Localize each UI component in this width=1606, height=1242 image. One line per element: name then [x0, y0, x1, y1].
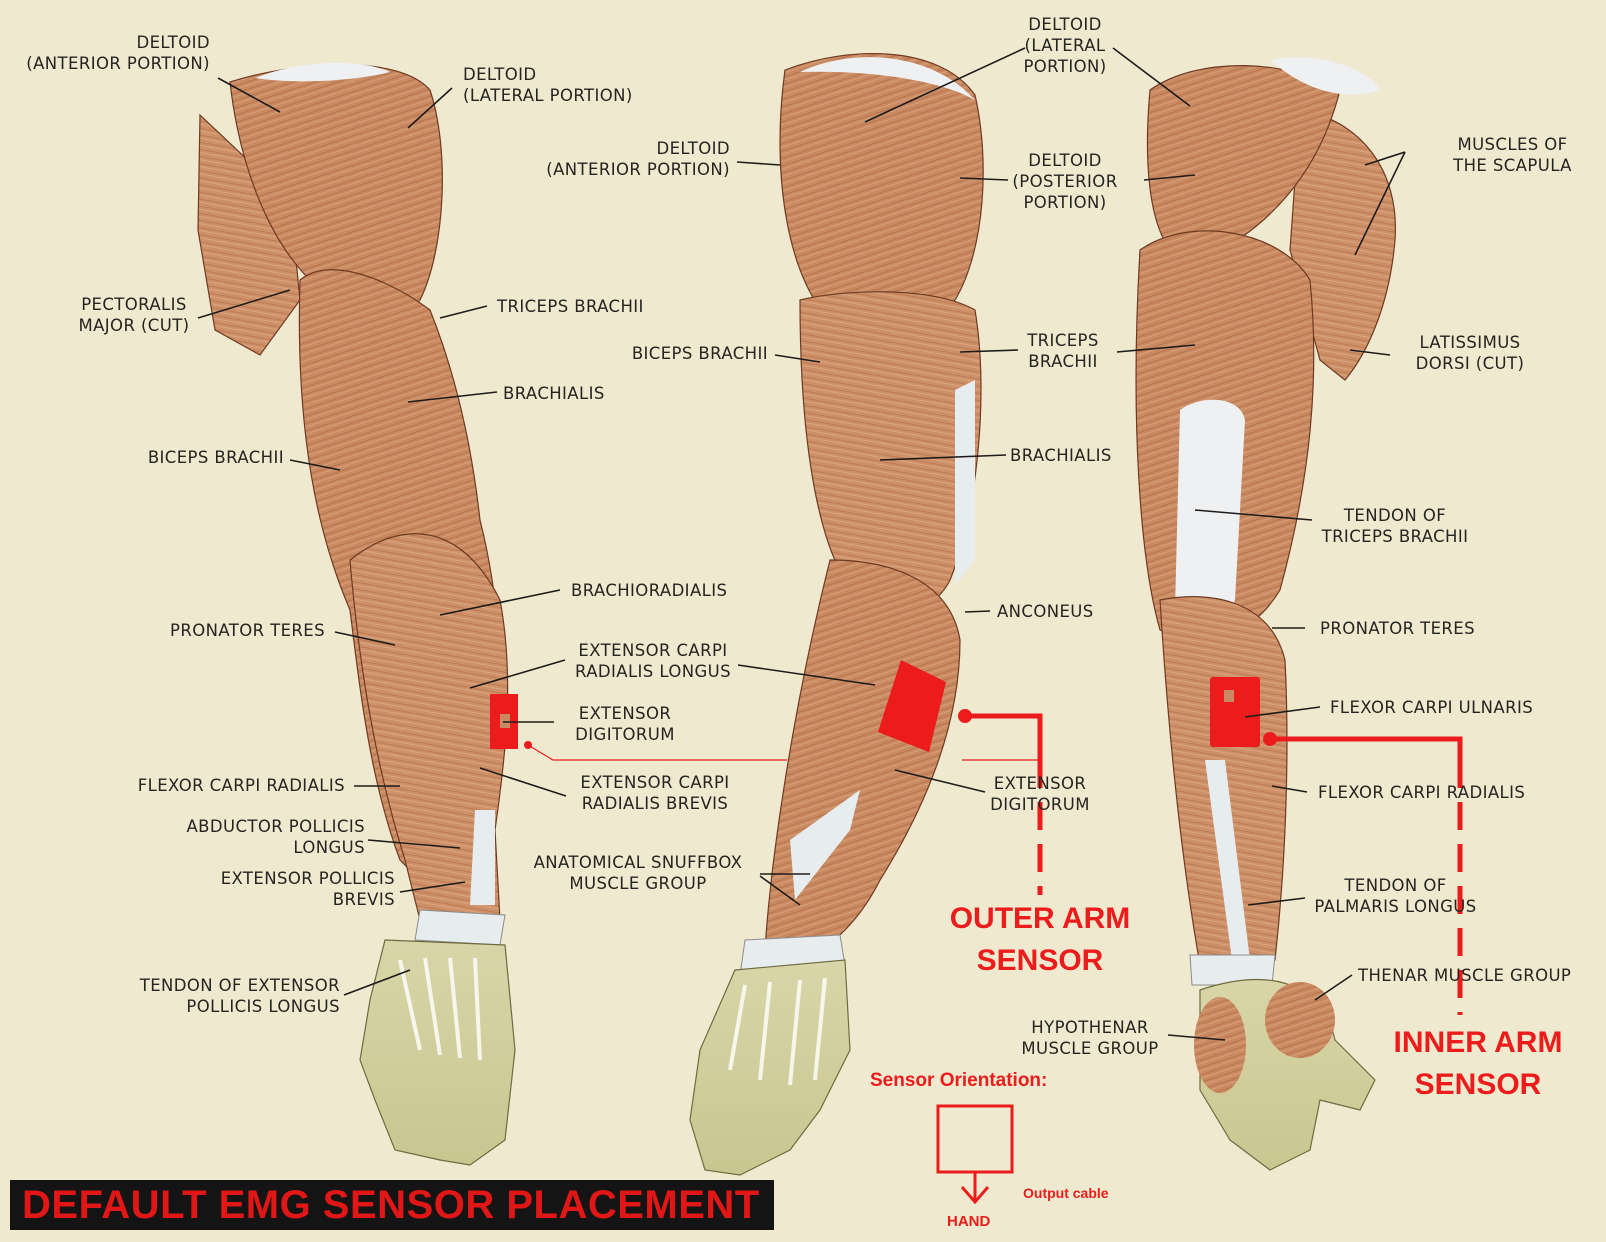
label-brachioradialis: BRACHIORADIALIS	[571, 581, 728, 600]
outer-arm-sensor-pad	[878, 660, 946, 752]
arm-lateral-view	[689, 53, 984, 1176]
hand-dorsal	[359, 939, 516, 1166]
deltoid-muscle	[1146, 65, 1341, 262]
wrist-band	[414, 909, 506, 946]
orientation-arrow-head	[960, 1186, 990, 1205]
label-deltoid-anterior-2: DELTOID(ANTERIOR PORTION)	[546, 139, 730, 179]
hand-tendons	[728, 977, 827, 1086]
forearm-tendons	[790, 790, 860, 900]
hand-direction-label: HAND	[947, 1213, 991, 1230]
triceps-tendon	[1175, 399, 1245, 632]
inner-arm-sensor-pad	[1210, 677, 1260, 747]
forearm-muscles	[349, 533, 509, 921]
outer-arm-sensor-pad-hole	[500, 714, 510, 728]
inner-arm-sensor-pad-hole	[1224, 690, 1234, 702]
label-pronator-teres-3: PRONATOR TERES	[1320, 619, 1475, 638]
label-flexor-carpi-radialis-3: FLEXOR CARPI RADIALIS	[1318, 783, 1526, 802]
title-banner: DEFAULT EMG SENSOR PLACEMENT	[10, 1180, 774, 1230]
output-cable-label: Output cable	[1023, 1185, 1109, 1201]
shoulder-tendon-cap	[800, 57, 975, 100]
thenar-muscle	[1265, 982, 1335, 1058]
arm-posterior-view	[1135, 57, 1396, 1171]
label-flexor-carpi-radialis: FLEXOR CARPI RADIALIS	[137, 776, 345, 795]
deltoid-muscle	[229, 64, 443, 317]
leader-lines	[197, 47, 1406, 1041]
sensor-orientation-diagram	[936, 1104, 1014, 1205]
label-pronator-teres: PRONATOR TERES	[170, 621, 325, 640]
label-brachialis-2: BRACHIALIS	[1010, 446, 1112, 465]
triceps-tendon	[955, 380, 975, 585]
label-deltoid-anterior: DELTOID(ANTERIOR PORTION)	[26, 33, 210, 73]
label-biceps-brachii: BICEPS BRACHII	[147, 448, 284, 467]
label-flexor-carpi-ulnaris: FLEXOR CARPI ULNARIS	[1330, 698, 1534, 717]
label-triceps-brachii: TRICEPS BRACHII	[497, 297, 644, 316]
label-anconeus: ANCONEUS	[997, 602, 1094, 621]
sensor-orientation-title: Sensor Orientation:	[870, 1070, 1048, 1091]
orientation-sensor-box	[936, 1104, 1014, 1174]
deltoid-muscle	[779, 53, 984, 339]
forearm-tendon	[470, 810, 495, 905]
hypothenar-muscle	[1194, 997, 1246, 1093]
banner-title: DEFAULT EMG SENSOR PLACEMENT	[22, 1182, 760, 1227]
sensor-connector-lines	[524, 709, 1463, 1015]
scapula-muscles	[1289, 109, 1396, 381]
palmaris-tendon	[1205, 760, 1250, 960]
arm-anterior-view	[197, 62, 518, 1166]
label-biceps-brachii-2: BICEPS BRACHII	[631, 344, 768, 363]
label-deltoid-lateral: DELTOID(LATERAL PORTION)	[463, 65, 633, 105]
hand-tendons	[398, 957, 482, 1061]
label-thenar-muscle-group: THENAR MUSCLE GROUP	[1358, 966, 1572, 985]
label-brachialis: BRACHIALIS	[503, 384, 605, 403]
upper-arm-muscles	[799, 291, 982, 614]
shoulder-tendon-cap	[1270, 57, 1380, 95]
shoulder-tendon-cap	[255, 62, 390, 82]
hand-lateral	[689, 959, 851, 1176]
